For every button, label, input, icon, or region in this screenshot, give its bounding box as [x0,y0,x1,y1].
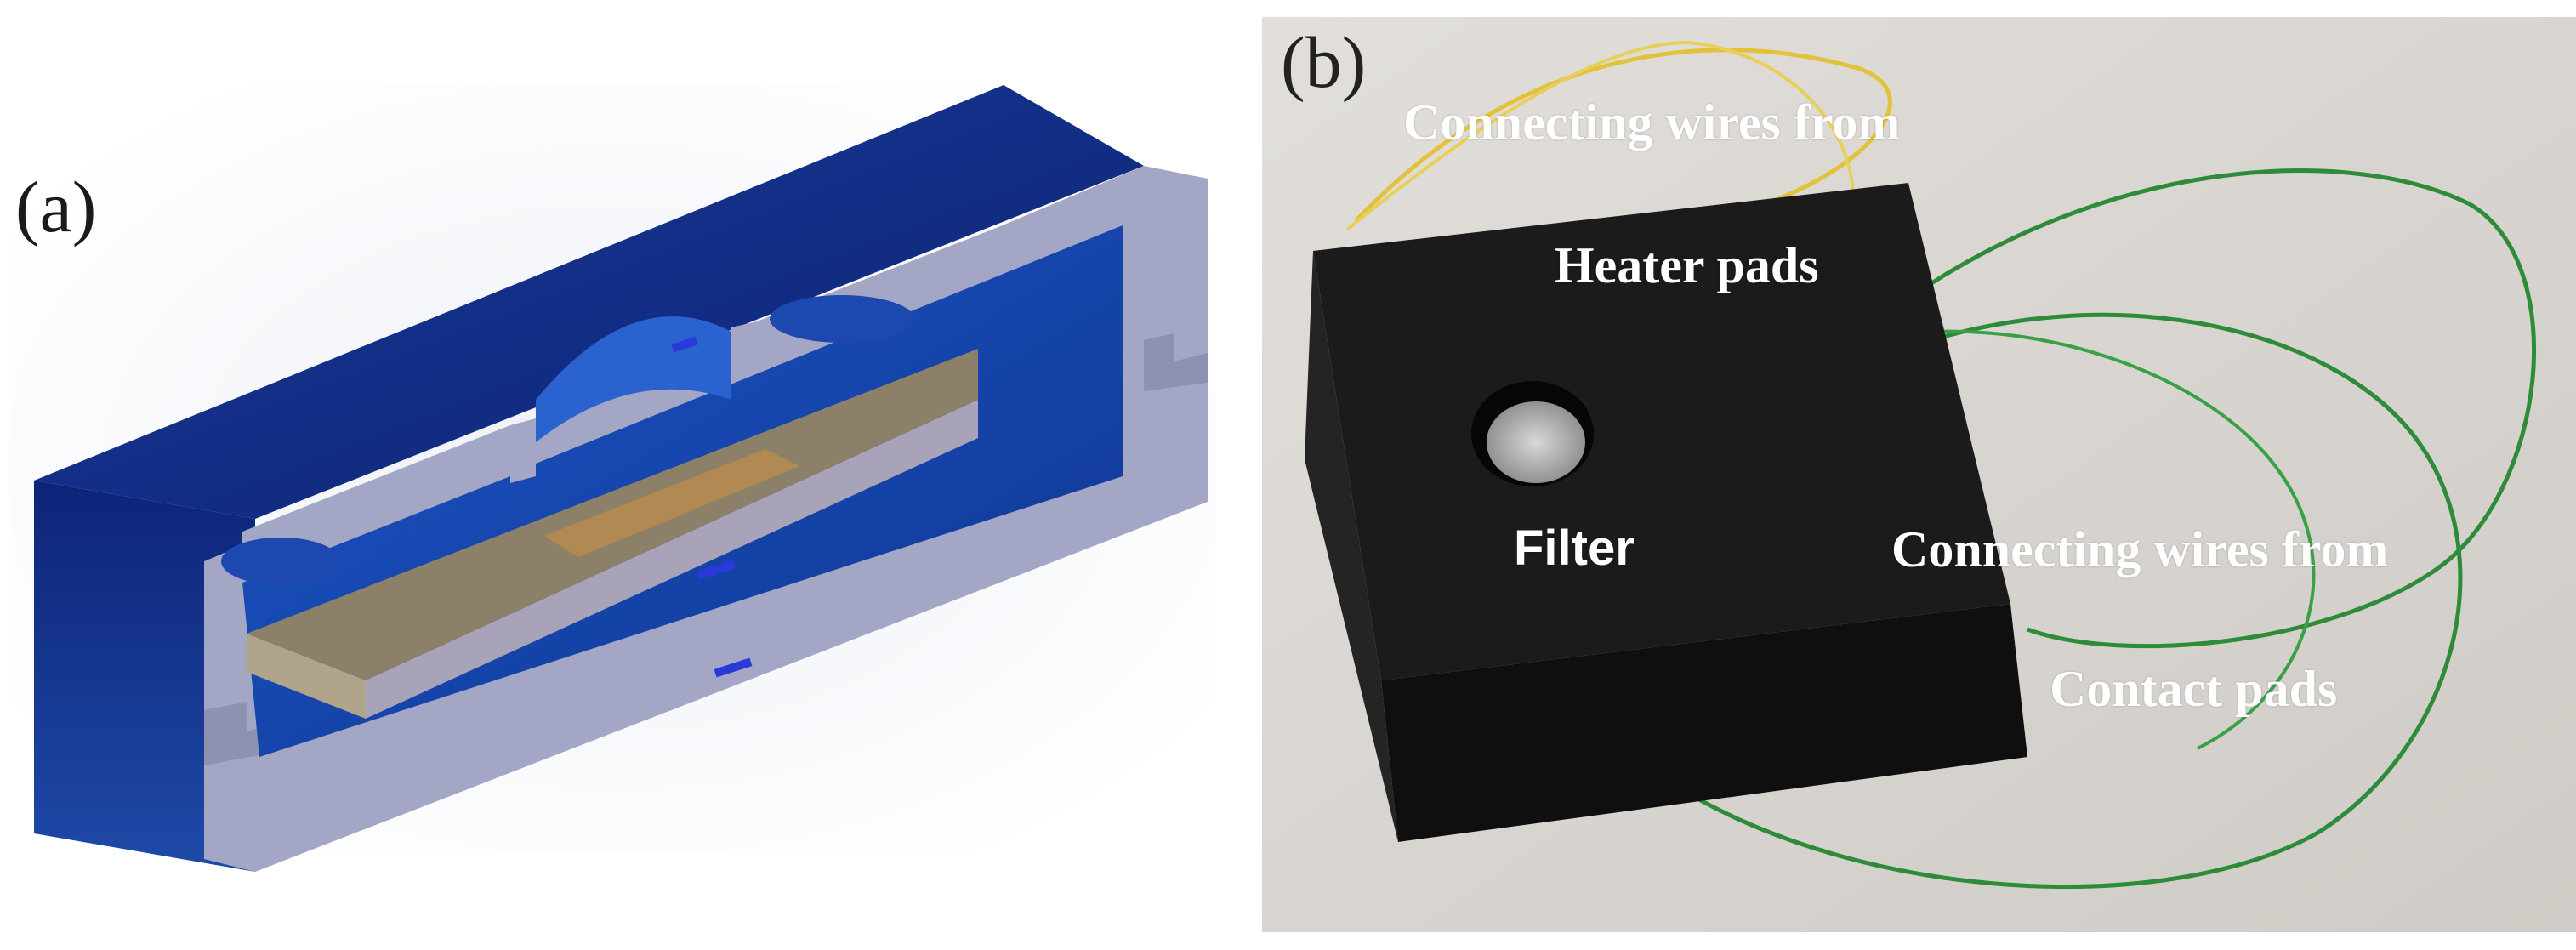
sensor-chip-side [247,634,366,719]
housing-step-notch-left [204,702,272,765]
housing-step-notch-right [1144,333,1208,391]
panel-b-photo: (b) Connecting wires from Heater pads Fi… [1262,17,2576,932]
wire-green-3 [1857,329,2316,750]
marker-pin-3 [671,336,698,353]
chimney-wall-left [510,418,536,483]
marker-pin-2 [714,657,753,678]
panel-a-cad-render: (a) [0,0,1225,950]
flow-disc-left [221,538,340,585]
label-connecting-wires-heater: Connecting wires from [1403,94,1901,151]
housing-top-face [34,85,1144,519]
marker-pin-1 [697,560,736,580]
chimney-wall-right [731,321,757,364]
label-contact-pads: Contact pads [2050,661,2338,717]
sensor-package-photo [1262,17,2576,932]
filter-mesh [1487,401,1585,483]
sensor-chip-front [366,400,978,719]
package-front-face [1381,604,2027,842]
flow-disc-right [770,295,914,343]
label-filter: Filter [1514,521,1635,576]
housing-left-front [34,481,255,872]
wire-green-2 [1669,312,2463,889]
panel-a-tag: (a) [15,166,97,247]
wire-yellow-1 [1354,48,1892,232]
package-left-face [1305,251,1398,842]
label-connecting-wires-contact: Connecting wires from [1891,521,2389,577]
heater-element [544,449,799,557]
panel-b-tag: (b) [1281,21,1367,103]
wire-yellow-2 [1345,40,1856,239]
package-top-face [1313,183,2010,680]
label-heater-pads: Heater pads [1555,237,1819,293]
cad-housing-illustration [9,85,1216,872]
wire-green-1 [1873,168,2536,649]
